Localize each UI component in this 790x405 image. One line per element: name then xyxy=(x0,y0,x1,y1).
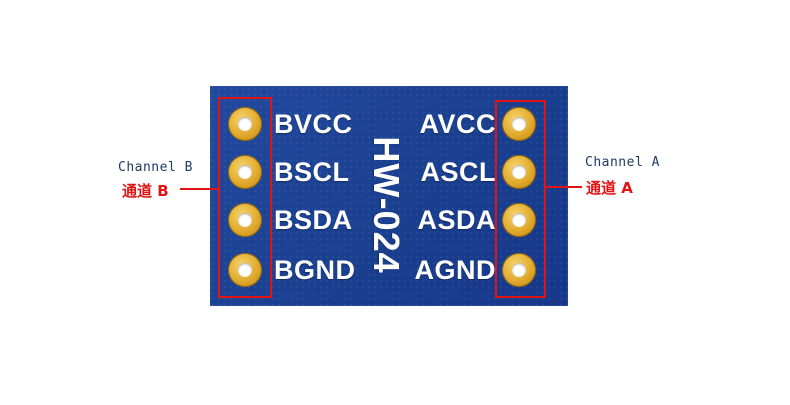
board-model-label: HW-024 xyxy=(366,136,407,274)
pin-label-asda: ASDA xyxy=(417,205,496,235)
pin-label-bsda: BSDA xyxy=(274,205,353,235)
pin-label-bvcc: BVCC xyxy=(274,109,353,139)
channel-b-label-cn: 通道 B xyxy=(122,182,169,200)
pad-bscl xyxy=(228,155,262,189)
pad-ascl xyxy=(502,155,536,189)
pad-agnd xyxy=(502,253,536,287)
channel-b-label-en: Channel B xyxy=(118,160,193,175)
channel-a-label-en: Channel A xyxy=(585,155,660,170)
pin-label-agnd: AGND xyxy=(414,255,496,285)
pad-asda xyxy=(502,203,536,237)
channel-a-highlight-box xyxy=(495,100,546,298)
channel-b-highlight-box xyxy=(218,97,272,298)
pad-bvcc xyxy=(228,107,262,141)
pad-bsda xyxy=(228,203,262,237)
pad-avcc xyxy=(502,107,536,141)
channel-b-connector-line xyxy=(180,188,218,190)
channel-a-connector-line xyxy=(546,186,582,188)
channel-a-label-cn: 通道 A xyxy=(586,179,633,197)
pin-label-ascl: ASCL xyxy=(420,157,496,187)
pin-label-avcc: AVCC xyxy=(419,109,496,139)
pad-bgnd xyxy=(228,253,262,287)
pin-label-bscl: BSCL xyxy=(274,157,350,187)
pin-label-bgnd: BGND xyxy=(274,255,356,285)
